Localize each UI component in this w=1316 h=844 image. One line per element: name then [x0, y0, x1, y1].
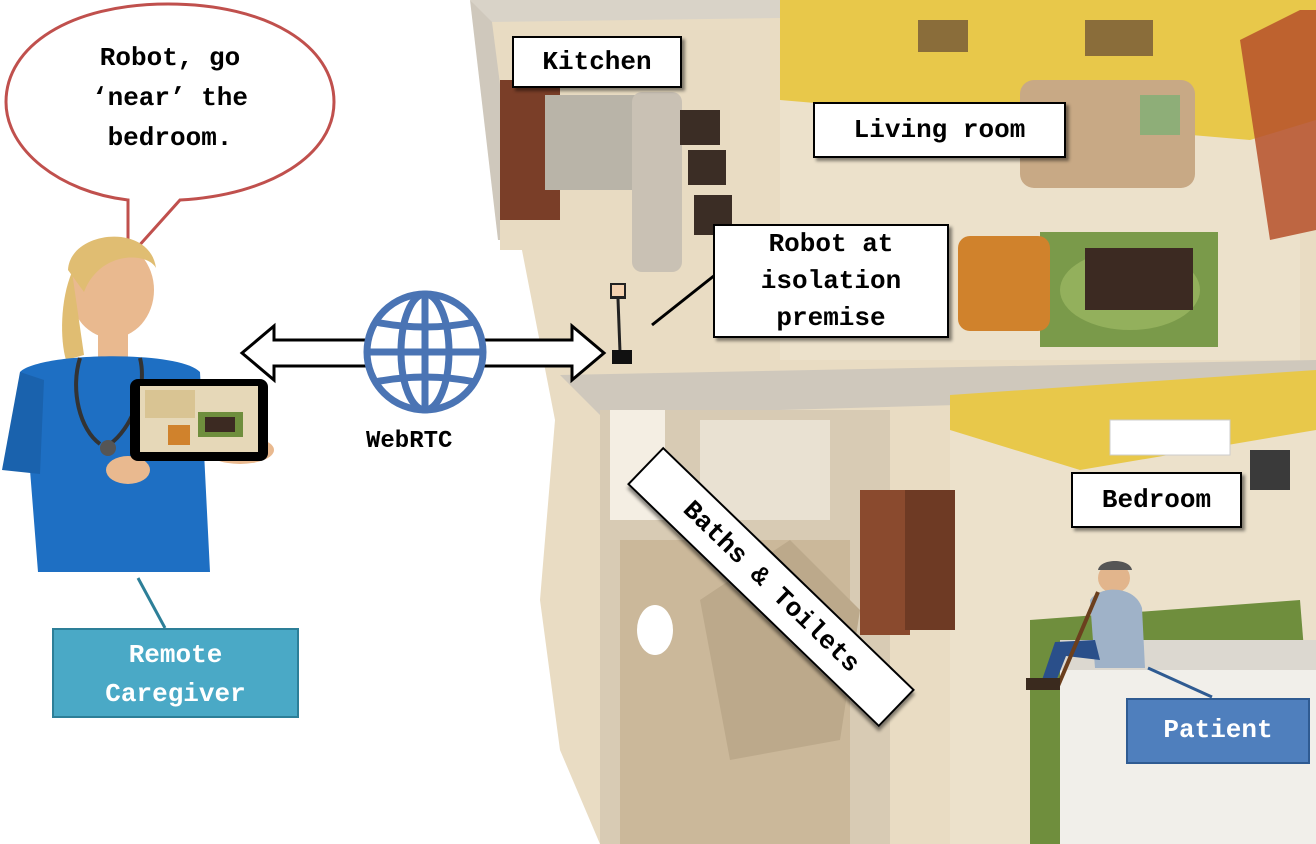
speech-bubble [4, 2, 336, 262]
patient-figure [1026, 561, 1145, 690]
kitchen-counter [632, 92, 682, 272]
caregiver-figure [2, 236, 274, 572]
caregiver-label-line-2: Caregiver [105, 679, 246, 709]
living-room-label: Living room [813, 102, 1066, 158]
caregiver-label-line-1: Remote [128, 640, 223, 670]
patient-callout-line [1147, 666, 1213, 699]
robot-callout-line [651, 273, 716, 327]
robot-label-line-1: Robot at [768, 229, 894, 259]
patient-label: Patient [1126, 698, 1310, 764]
robot-label: Robot at isolation premise [713, 224, 949, 338]
armchair [958, 236, 1050, 331]
caregiver-label: Remote Caregiver [52, 628, 299, 718]
speech-bubble-text: Robot, go ‘near’ the bedroom. [40, 38, 300, 158]
speech-line-3: bedroom. [107, 123, 233, 153]
robot-label-line-3: premise [776, 303, 886, 333]
caregiver-callout-line [136, 577, 167, 629]
robot-label-line-2: isolation [760, 266, 902, 296]
speech-line-2: ‘near’ the [91, 83, 249, 113]
bedroom-label: Bedroom [1071, 472, 1242, 528]
kitchen-label: Kitchen [512, 36, 682, 88]
speech-line-1: Robot, go [99, 43, 241, 73]
webrtc-label: WebRTC [366, 428, 453, 455]
globe-icon [363, 290, 487, 414]
tablet [130, 379, 268, 461]
coffee-table [1085, 248, 1193, 310]
robot-figure [610, 283, 632, 364]
